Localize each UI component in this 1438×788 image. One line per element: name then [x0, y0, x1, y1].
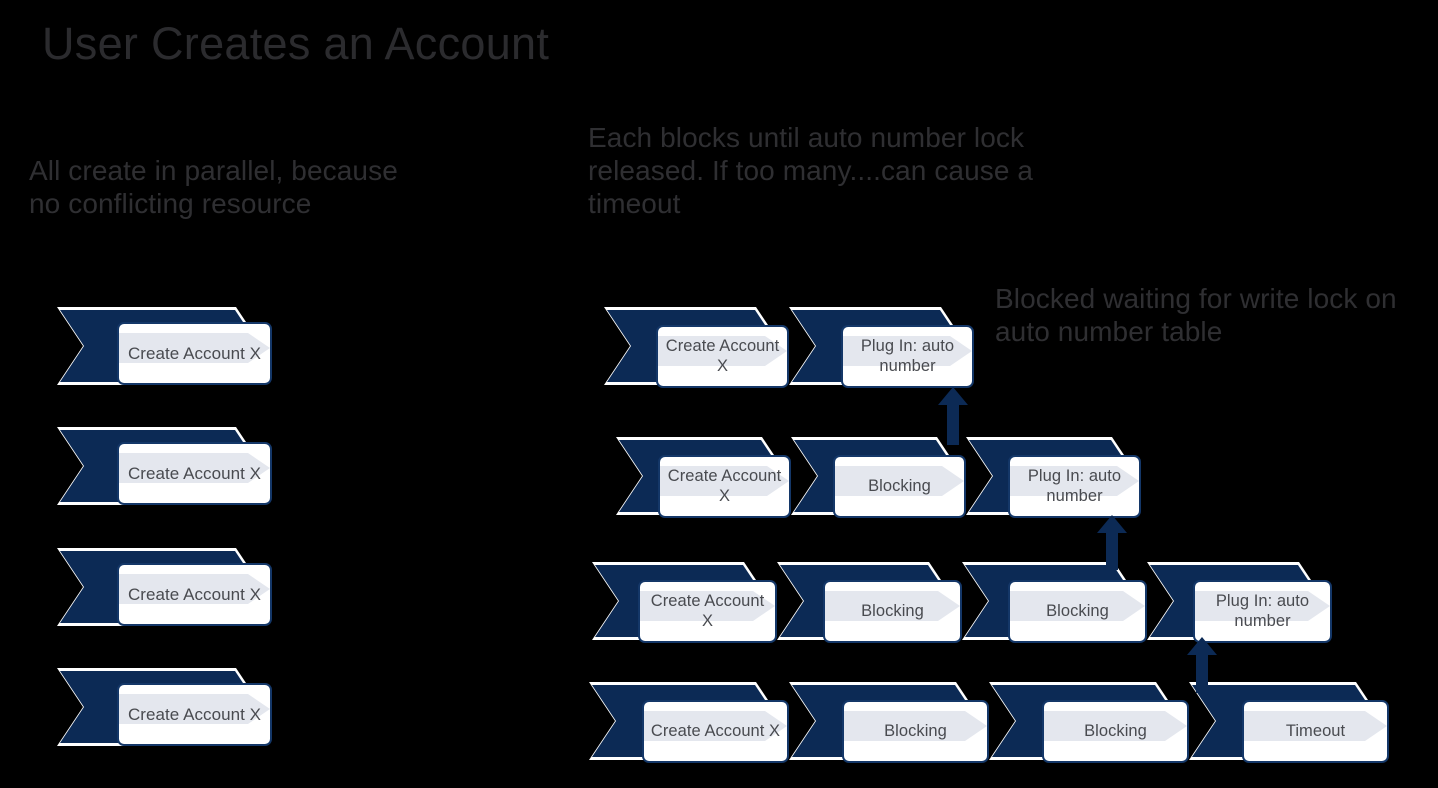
node-label: Create Account X — [127, 343, 262, 363]
node-label: Blocking — [861, 601, 924, 620]
node-callout[interactable]: Timeout — [1242, 700, 1389, 763]
node-label: Create Account X — [665, 337, 780, 375]
callout-inner-chevron — [1244, 711, 1387, 741]
callout-inner-chevron — [119, 574, 270, 604]
node-callout[interactable]: Blocking — [833, 455, 966, 518]
note-left-parallel: All create in parallel, because no confl… — [29, 155, 398, 219]
node-callout[interactable]: Create Account X — [117, 322, 272, 385]
node-callout[interactable]: Blocking — [1008, 580, 1147, 643]
note-middle-blocking: Each blocks until auto number lock relea… — [588, 122, 1034, 219]
node-callout[interactable]: Create Account X — [638, 580, 777, 643]
flow-node[interactable]: Create Account X — [57, 668, 272, 760]
node-label: Plug In: auto number — [1215, 592, 1310, 630]
flow-node[interactable]: Blocking — [962, 562, 1147, 654]
node-callout[interactable]: Plug In: auto number — [1193, 580, 1332, 643]
flow-node[interactable]: Plug In: auto number — [966, 437, 1141, 529]
callout-inner-chevron — [119, 333, 270, 363]
node-callout[interactable]: Plug In: auto number — [1008, 455, 1141, 518]
node-callout[interactable]: Create Account X — [642, 700, 789, 763]
node-callout[interactable]: Blocking — [823, 580, 962, 643]
node-label: Blocking — [884, 721, 947, 740]
flow-node[interactable]: Create Account X — [604, 307, 789, 399]
flow-node[interactable]: Create Account X — [616, 437, 791, 529]
callout-inner-chevron — [640, 591, 775, 621]
flow-node[interactable]: Plug In: auto number — [1147, 562, 1332, 654]
node-label: Create Account X — [667, 467, 782, 505]
node-label: Create Account X — [127, 584, 262, 604]
node-callout[interactable]: Create Account X — [658, 455, 791, 518]
flow-node[interactable]: Create Account X — [592, 562, 777, 654]
node-label: Timeout — [1285, 721, 1346, 740]
callout-inner-chevron — [644, 711, 787, 741]
callout-inner-chevron — [844, 711, 987, 741]
arrow-row3-to-row2-icon — [1097, 515, 1127, 570]
callout-inner-chevron — [660, 466, 789, 496]
callout-inner-chevron — [1010, 466, 1139, 496]
node-label: Blocking — [1084, 721, 1147, 740]
flow-node[interactable]: Create Account X — [589, 682, 789, 774]
flow-node[interactable]: Blocking — [777, 562, 962, 654]
callout-inner-chevron — [835, 466, 964, 496]
node-callout[interactable]: Create Account X — [117, 683, 272, 746]
callout-inner-chevron — [1044, 711, 1187, 741]
node-label: Create Account X — [127, 704, 262, 724]
node-label: Plug In: auto number — [1027, 467, 1122, 505]
flow-node[interactable]: Timeout — [1189, 682, 1389, 774]
arrow-row2-to-row1-icon — [938, 387, 968, 445]
node-callout[interactable]: Create Account X — [656, 325, 789, 388]
callout-inner-chevron — [119, 694, 270, 724]
node-callout[interactable]: Plug In: auto number — [841, 325, 974, 388]
page-title: User Creates an Account — [42, 18, 550, 69]
node-callout[interactable]: Create Account X — [117, 563, 272, 626]
callout-inner-chevron — [843, 336, 972, 366]
callout-inner-chevron — [658, 336, 787, 366]
node-label: Blocking — [1046, 601, 1109, 620]
node-label: Create Account X — [650, 592, 765, 630]
node-label: Plug In: auto number — [860, 337, 955, 375]
arrow-row4-to-row3-icon — [1187, 637, 1217, 693]
node-callout[interactable]: Blocking — [842, 700, 989, 763]
node-label: Create Account X — [127, 463, 262, 483]
flow-node[interactable]: Create Account X — [57, 307, 272, 399]
node-callout[interactable]: Create Account X — [117, 442, 272, 505]
flow-node[interactable]: Create Account X — [57, 427, 272, 519]
node-label: Blocking — [868, 476, 931, 495]
callout-inner-chevron — [119, 453, 270, 483]
flow-node[interactable]: Blocking — [789, 682, 989, 774]
flow-node[interactable]: Blocking — [791, 437, 966, 529]
flow-node[interactable]: Create Account X — [57, 548, 272, 640]
callout-inner-chevron — [825, 591, 960, 621]
flow-node[interactable]: Blocking — [989, 682, 1189, 774]
node-callout[interactable]: Blocking — [1042, 700, 1189, 763]
callout-inner-chevron — [1195, 591, 1330, 621]
callout-inner-chevron — [1010, 591, 1145, 621]
flow-node[interactable]: Plug In: auto number — [789, 307, 974, 399]
note-right-write-lock: Blocked waiting for write lock on auto n… — [995, 283, 1397, 347]
node-label: Create Account X — [650, 721, 781, 740]
